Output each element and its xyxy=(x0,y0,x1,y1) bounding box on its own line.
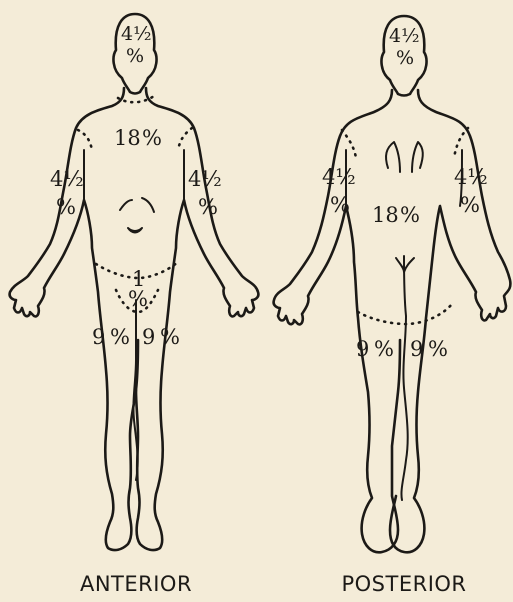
posterior-shoulder-border-left xyxy=(342,130,356,158)
posterior-scapula-left xyxy=(386,142,400,172)
anterior-head-value: 4½ xyxy=(121,23,152,45)
posterior-left-leg-unit: % xyxy=(374,337,394,361)
anterior-left-arm-unit: % xyxy=(198,195,218,219)
posterior-scapula-right xyxy=(412,142,423,172)
posterior-caption: POSTERIOR xyxy=(341,572,466,596)
posterior-body-right-outline xyxy=(390,90,510,552)
anterior-body-right-outline xyxy=(136,88,258,550)
anterior-left-arm-value: 4½ xyxy=(188,167,222,191)
anterior-right-leg-unit: % xyxy=(110,325,130,349)
anterior-chest-mark-right xyxy=(142,198,154,212)
anterior-right-leg-value: 9 xyxy=(92,325,105,349)
anterior-chest-mark-left xyxy=(120,200,132,210)
posterior-left-leg-value: 9 xyxy=(356,337,369,361)
anterior-caption: ANTERIOR xyxy=(80,572,192,596)
anterior-right-arm-value: 4½ xyxy=(50,167,84,191)
posterior-trunk-unit: % xyxy=(400,203,420,227)
posterior-right-leg-unit: % xyxy=(428,337,448,361)
anterior-genital-unit: % xyxy=(128,287,148,311)
posterior-head-value: 4½ xyxy=(389,25,420,47)
anterior-shoulder-border-right xyxy=(178,128,192,150)
posterior-right-arm-value: 4½ xyxy=(454,165,488,189)
anterior-left-leg-unit: % xyxy=(160,325,180,349)
posterior-figure: 4½ % 4½ % 4½ % 18 % 9 % 9 % xyxy=(274,16,511,552)
anterior-navel xyxy=(128,228,142,233)
anterior-trunk-unit: % xyxy=(142,126,162,150)
posterior-right-leg-value: 9 xyxy=(410,337,423,361)
posterior-left-arm-unit: % xyxy=(330,193,350,217)
anterior-trunk-value: 18 xyxy=(114,126,141,150)
posterior-trunk-value: 18 xyxy=(372,203,399,227)
anterior-body-left-outline xyxy=(10,88,138,550)
anterior-figure: 4½ % 18 % 4½ % 4½ % 1 % 9 % 9 % xyxy=(10,14,259,550)
anterior-right-arm-unit: % xyxy=(56,195,76,219)
anterior-left-leg-value: 9 xyxy=(142,325,155,349)
posterior-head-unit: % xyxy=(396,47,414,69)
posterior-inner-leg-line xyxy=(401,256,407,500)
posterior-left-arm-value: 4½ xyxy=(322,165,356,189)
anterior-head-unit: % xyxy=(126,45,144,67)
posterior-right-arm-unit: % xyxy=(460,193,480,217)
posterior-body-left-outline xyxy=(274,90,400,552)
anterior-shoulder-border-left xyxy=(78,130,92,150)
